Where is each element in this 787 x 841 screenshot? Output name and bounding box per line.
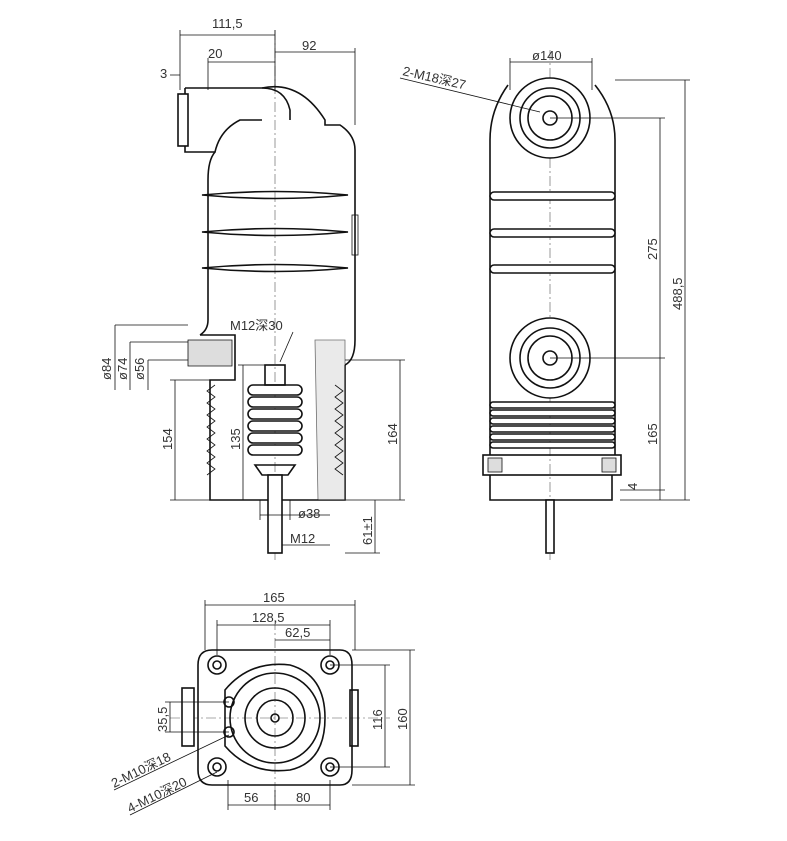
dim-154: 154 — [160, 428, 175, 450]
thread-label-m18: 2-M18深27 — [401, 63, 467, 92]
top-terminal — [177, 93, 189, 147]
dim-m12: M12 — [290, 531, 315, 546]
front-view: 111,5 20 92 3 M12深30 ø84 ø74 ø56 154 135… — [99, 16, 405, 560]
thread-label-m12: M12深30 — [230, 318, 283, 333]
bellows — [247, 384, 303, 456]
dim-dia84: ø84 — [99, 358, 114, 380]
dim-35-5: 35,5 — [155, 707, 170, 732]
mounting-holes — [207, 655, 340, 777]
dim-20: 20 — [208, 46, 222, 61]
side-sheds — [489, 191, 616, 274]
dim-56: 56 — [244, 790, 258, 805]
dim-dia56: ø56 — [132, 358, 147, 380]
dim-dia74: ø74 — [115, 358, 130, 380]
dim-dia38: ø38 — [298, 506, 320, 521]
sheds — [201, 190, 349, 273]
dim-116: 116 — [370, 709, 385, 730]
dim-160: 160 — [395, 708, 410, 730]
dim-165: 165 — [645, 423, 660, 445]
dim-80: 80 — [296, 790, 310, 805]
dim-bottom-165: 165 — [263, 590, 285, 605]
dim-275: 275 — [645, 238, 660, 260]
dim-135: 135 — [228, 428, 243, 450]
dim-3: 3 — [160, 66, 167, 81]
dim-4: 4 — [625, 483, 640, 490]
bottom-view: 165 128,5 62,5 35,5 116 160 2-M10深18 4-M… — [109, 590, 415, 816]
dim-164: 164 — [385, 423, 400, 445]
dim-61: 61±1 — [360, 516, 375, 545]
dim-111-5: 111,5 — [212, 16, 243, 31]
dim-92: 92 — [302, 38, 316, 53]
dim-dia140: ø140 — [532, 48, 562, 63]
side-view: ø140 2-M18深27 275 488,5 165 4 — [399, 48, 690, 560]
side-ribs — [489, 401, 616, 449]
dim-488-5: 488,5 — [670, 277, 685, 310]
dim-128-5: 128,5 — [252, 610, 285, 625]
dim-62-5: 62,5 — [285, 625, 310, 640]
moving-rod — [267, 474, 283, 554]
